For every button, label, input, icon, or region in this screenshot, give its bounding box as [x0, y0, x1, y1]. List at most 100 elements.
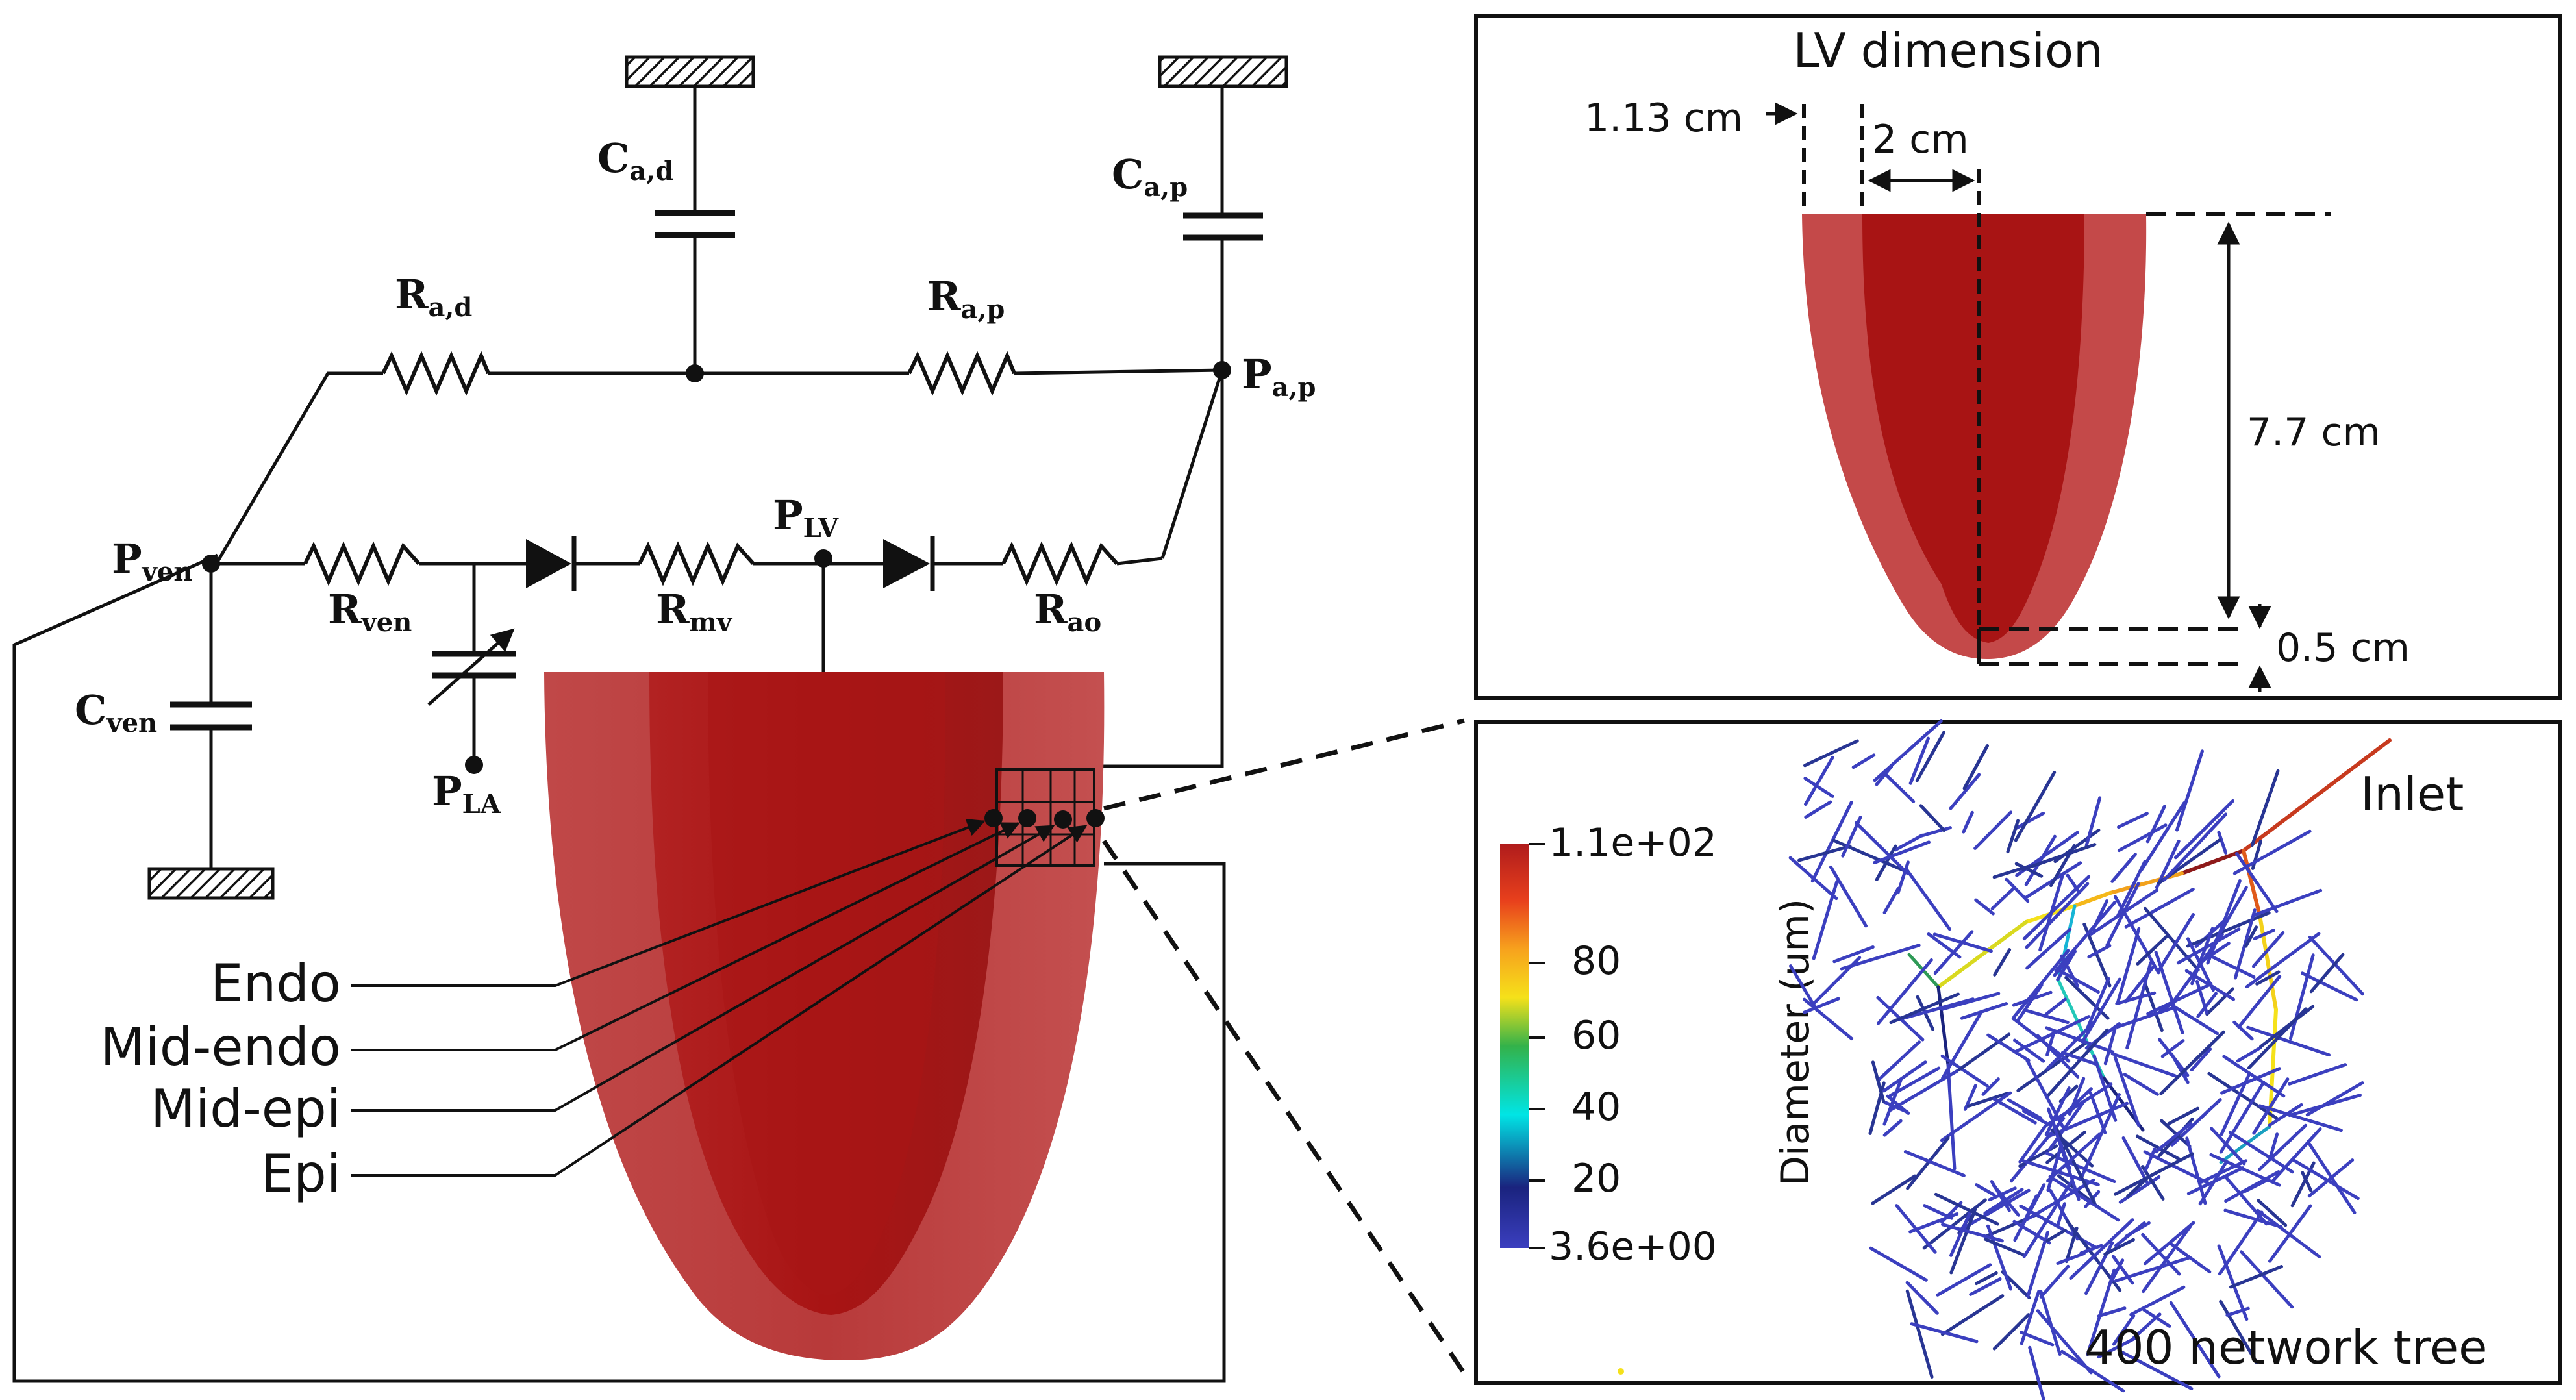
vessel-segment	[2288, 1094, 2362, 1118]
vessel-segment	[2046, 1145, 2062, 1192]
label-mid-epi: Mid-epi	[151, 1079, 341, 1139]
vessel-segment	[2114, 1256, 2191, 1282]
vessel-segment	[2045, 1229, 2067, 1242]
vessel-segment	[2007, 1098, 2043, 1120]
vessel-segment	[2124, 888, 2195, 929]
vessel-segment	[2169, 1301, 2221, 1379]
vessel-segment	[1946, 1063, 1957, 1171]
label-mid-endo: Mid-endo	[100, 1017, 341, 1077]
vessel-segment	[2105, 882, 2140, 947]
vessel-segment	[2097, 1336, 2138, 1359]
vessel-segment	[2014, 771, 2057, 842]
vessel-segment	[1992, 1313, 2031, 1351]
vessel-segment	[2186, 937, 2215, 992]
vessel-segment	[2210, 1127, 2246, 1166]
vessel-segment	[1983, 1188, 2024, 1215]
vessel-segment	[2143, 1150, 2212, 1186]
vessel-segment	[1851, 753, 1876, 769]
vessel-segment	[2206, 879, 2242, 965]
vessel-segment	[2180, 849, 2245, 875]
ground-top-center	[625, 55, 755, 88]
vessel-segment	[2173, 799, 2235, 860]
label-r-ad: Ra,d	[395, 271, 472, 323]
vessel-segment	[2046, 1028, 2109, 1097]
vessel-segment	[2055, 1127, 2096, 1205]
vessel-segment	[2225, 1306, 2250, 1317]
vessel-segment	[1960, 1188, 2031, 1231]
vessel-segment	[2141, 1232, 2181, 1276]
vessel-segment	[1882, 886, 1900, 914]
vessel-segment	[2258, 1104, 2343, 1132]
vessel-segment	[2044, 1082, 2113, 1127]
vessel-segment	[2242, 738, 2392, 853]
label-epi: Epi	[260, 1144, 341, 1204]
vessel-segment	[2244, 925, 2258, 948]
vessel-segment	[2020, 1331, 2055, 1347]
vessel-segment	[2036, 1309, 2093, 1375]
vessel-segment	[2088, 1091, 2107, 1134]
vessel-segment	[2220, 1071, 2251, 1136]
vessel-segment	[2060, 1349, 2125, 1393]
vessel-segment	[2209, 1153, 2281, 1187]
vessel-segment	[2013, 1038, 2045, 1063]
vessel-segment	[2268, 1132, 2279, 1161]
vessel-segment	[2121, 1136, 2149, 1184]
vessel-segment	[2228, 1131, 2294, 1174]
vessel-segment	[2157, 997, 2181, 1014]
vessel-segment	[2086, 1268, 2116, 1356]
vessel-segment	[2116, 927, 2141, 1004]
vessel-segment	[1888, 1066, 1941, 1097]
vessel-segment	[2103, 1027, 2117, 1066]
vessel-segment	[1896, 860, 1910, 895]
vessel-segment	[2114, 1221, 2146, 1247]
circuit-diagram: Ca,d Ca,p Ra,d Ra,p Pa,p Pven Rven PLV R…	[12, 55, 1316, 1383]
colorbar	[1500, 844, 1529, 1248]
node-p-la	[465, 756, 483, 774]
vessel-segment	[1889, 992, 1960, 1025]
vessel-segment	[2006, 819, 2020, 854]
vessel-segment	[1877, 1040, 1921, 1081]
vessel-segment	[2025, 927, 2072, 970]
vessel-segment	[2186, 1166, 2245, 1195]
vessel-segment	[1894, 997, 1975, 1022]
vessel-segment	[1974, 898, 1995, 916]
vessel-segment	[1962, 810, 1974, 834]
vessel-segment	[1992, 1097, 2037, 1125]
vessel-segment	[2084, 796, 2102, 847]
vessel-segment	[2220, 1067, 2281, 1095]
label-thickness: 1.13 cm	[1584, 95, 1743, 141]
vessel-segment	[1936, 920, 2028, 989]
vessel-segment	[1810, 956, 1862, 1007]
vessel-segment	[2022, 875, 2091, 941]
vessel-segment	[2144, 1147, 2157, 1172]
vessel-segment	[2219, 1299, 2258, 1364]
vessel-segment	[1788, 856, 1838, 901]
vessel-segment	[1966, 1092, 2009, 1108]
vessel-segment	[2045, 1019, 2097, 1070]
vessel-segment	[1949, 1211, 1971, 1257]
vessel-segment	[1940, 1294, 2005, 1336]
vessel-segment	[2258, 1005, 2315, 1049]
vessel-segment	[1832, 838, 1906, 872]
vessel-segment	[1919, 804, 1946, 832]
vessel-segment	[2113, 1055, 2140, 1127]
vessel-segment	[2268, 1103, 2303, 1127]
label-r-ao: Rao	[1034, 586, 1101, 638]
vessel-segment	[1829, 865, 1868, 928]
vessel-segment	[2026, 1231, 2049, 1298]
vessel-segment	[1936, 1263, 1992, 1297]
vessel-segment	[1803, 997, 1840, 1014]
vessel-segment	[2159, 1030, 2225, 1095]
vessel-segment	[1905, 1281, 1939, 1315]
vessel-segment	[2160, 1039, 2185, 1058]
label-p-ap: Pa,p	[1242, 351, 1316, 403]
vessel-segment	[2190, 1047, 2212, 1072]
label-r-ap: Ra,p	[927, 273, 1005, 325]
vessel-segment	[2224, 1170, 2281, 1203]
vessel-segment	[2190, 927, 2214, 986]
vessel-segment	[2223, 1208, 2283, 1229]
colorbar-tick-max: 1.1e+02	[1549, 820, 1717, 866]
vessel-segment	[2205, 987, 2234, 1016]
vessel-segment	[1812, 880, 1839, 960]
vessel-segment	[2097, 1306, 2127, 1318]
